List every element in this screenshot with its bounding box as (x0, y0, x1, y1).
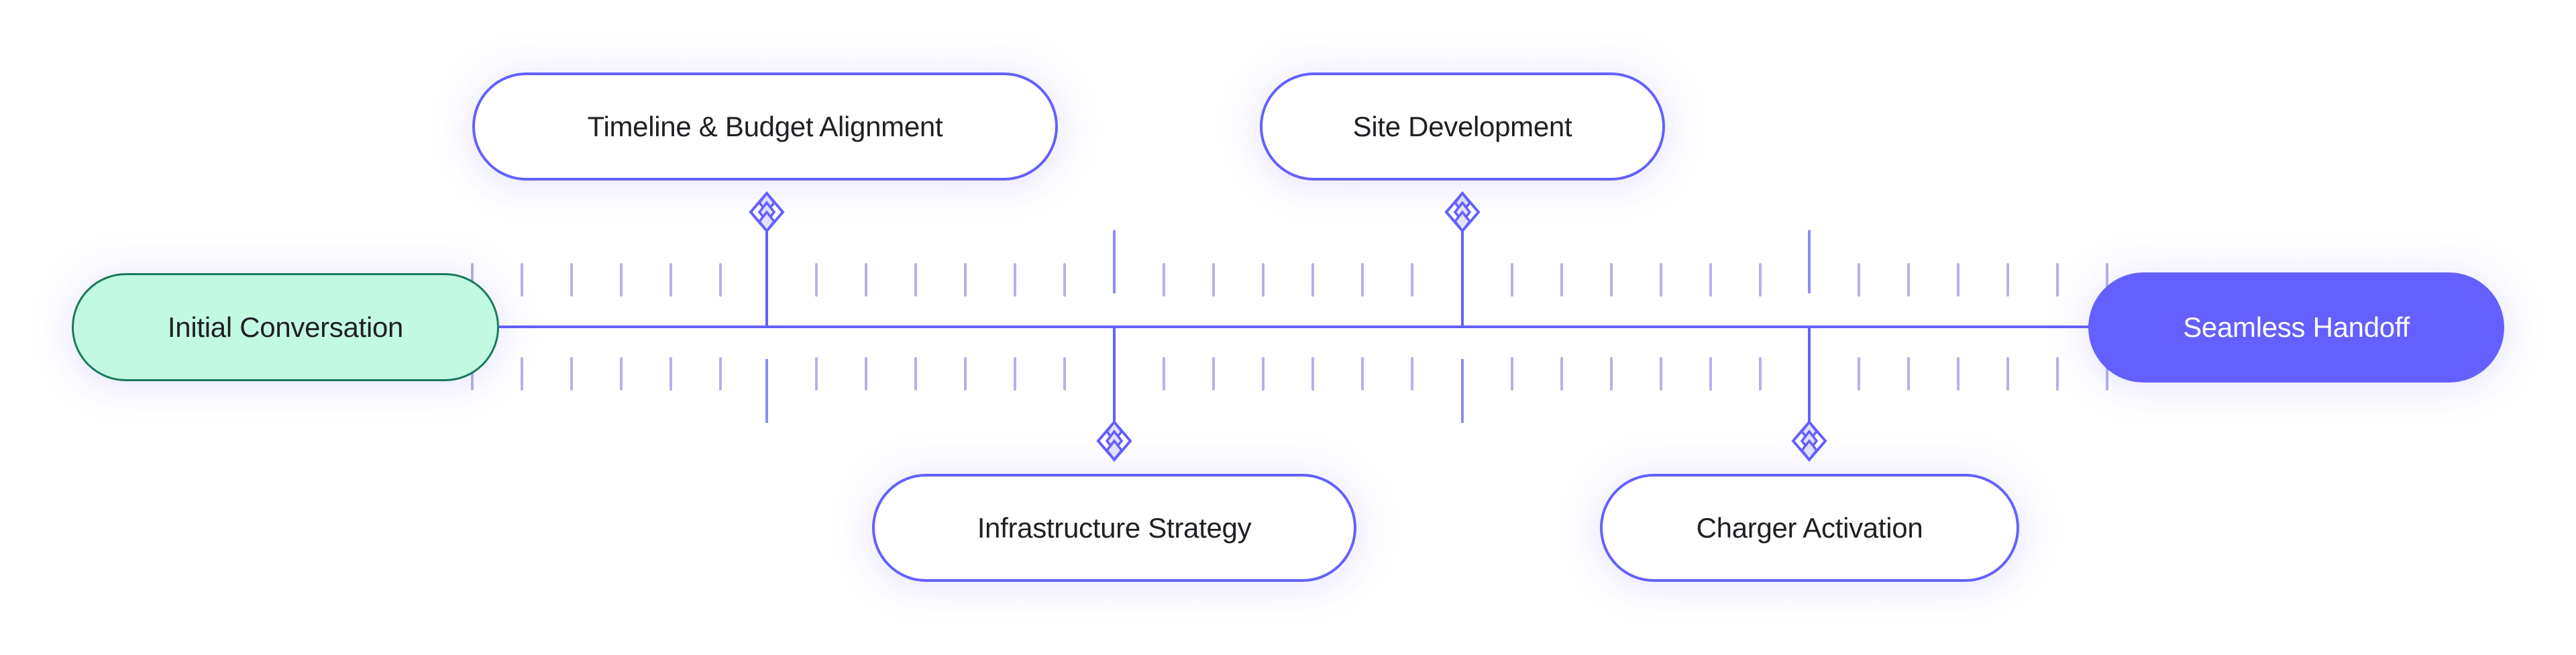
milestone-node-timeline-budget[interactable]: Timeline & Budget Alignment (472, 72, 1058, 181)
end-node[interactable]: Seamless Handoff (2088, 272, 2504, 383)
milestone-node-infrastructure-strategy[interactable]: Infrastructure Strategy (872, 474, 1356, 582)
diamond-icon (1792, 421, 1827, 461)
node-label: Timeline & Budget Alignment (587, 110, 943, 142)
milestone-node-charger-activation[interactable]: Charger Activation (1600, 474, 2019, 582)
node-label: Site Development (1352, 110, 1572, 142)
milestone-node-site-development[interactable]: Site Development (1260, 72, 1665, 181)
start-node[interactable]: Initial Conversation (72, 273, 499, 381)
node-label: Initial Conversation (167, 311, 404, 343)
diamond-icon (1097, 421, 1132, 461)
accent-segments (765, 230, 1811, 423)
node-label: Infrastructure Strategy (977, 511, 1252, 544)
node-label: Charger Activation (1696, 511, 1923, 544)
node-label: Seamless Handoff (2183, 311, 2410, 343)
diamond-icon (1445, 192, 1480, 232)
connectors (765, 230, 1811, 423)
diamond-icon (749, 192, 784, 232)
